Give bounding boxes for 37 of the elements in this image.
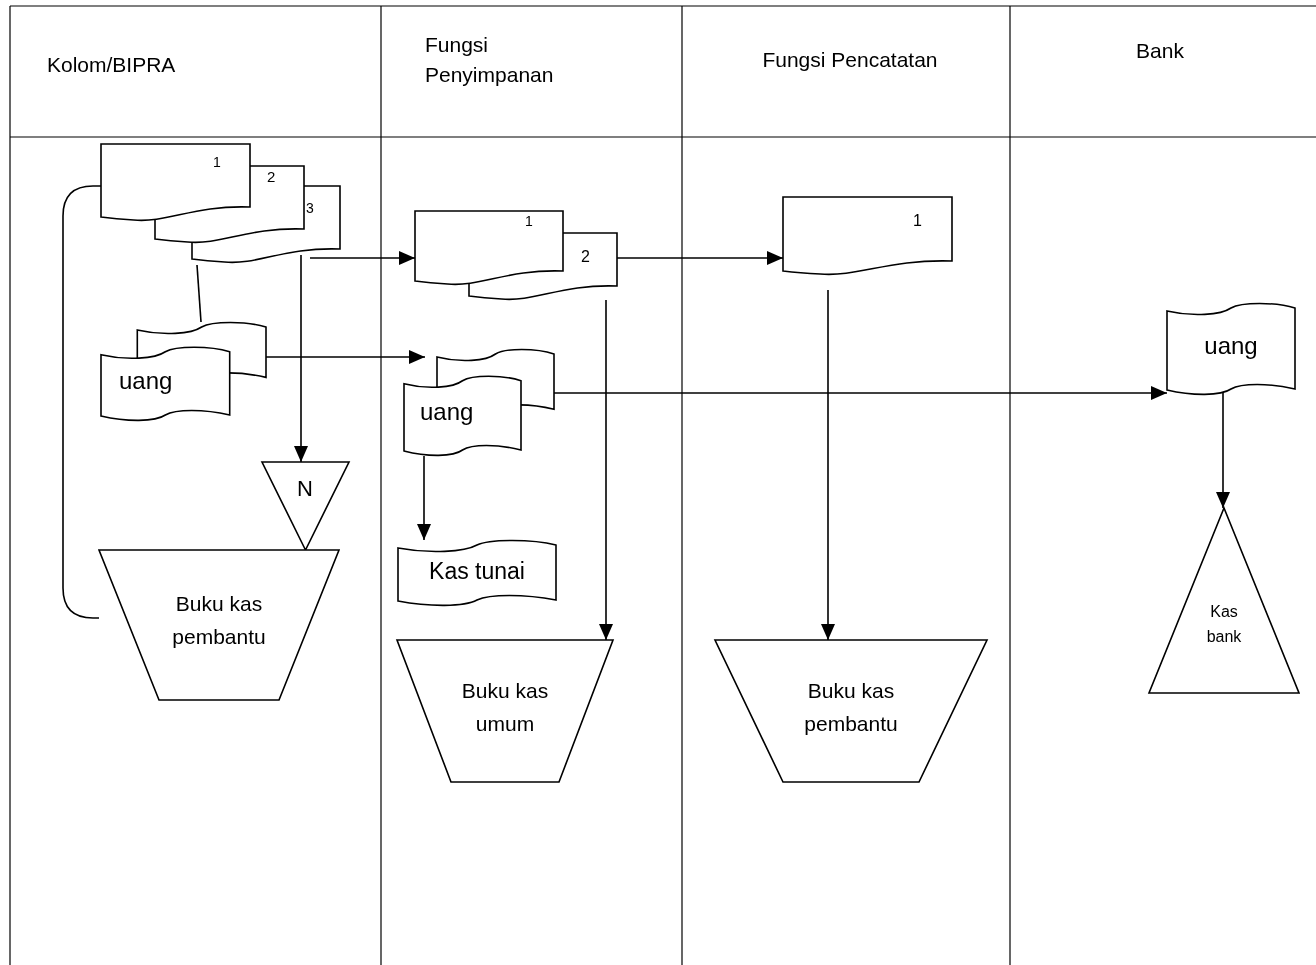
punched-tape-shape xyxy=(398,540,556,606)
shape-label: uang xyxy=(420,397,475,427)
punched-tape-shape xyxy=(1167,303,1295,395)
shape-label: Buku kas pembantu xyxy=(171,591,267,650)
shape-label: uang xyxy=(1203,331,1259,361)
manual-operation-trapezoid xyxy=(397,640,613,782)
arrow xyxy=(821,289,835,641)
connector-line xyxy=(62,185,102,619)
lane-header: Fungsi Penyimpanan xyxy=(425,32,555,89)
file-triangle xyxy=(1149,508,1299,693)
shape-label: Buku kas umum xyxy=(460,678,550,737)
shape-label: N xyxy=(296,475,314,503)
shape-label: Kas bank xyxy=(1205,602,1243,647)
arrow xyxy=(309,251,416,265)
copy-number: 2 xyxy=(267,167,277,187)
document-shape xyxy=(783,197,952,275)
lane-header: Kolom/BIPRA xyxy=(47,52,177,78)
copy-number: 1 xyxy=(913,211,923,231)
manual-operation-trapezoid xyxy=(715,640,987,782)
copy-number: 3 xyxy=(306,199,315,218)
lane-header: Fungsi Pencatatan xyxy=(761,47,939,73)
arrow xyxy=(294,254,308,463)
document-shape xyxy=(415,211,563,285)
shape-label: Buku kas pembantu xyxy=(803,678,899,737)
connector-line xyxy=(196,264,202,323)
punched-tape-shape xyxy=(101,322,266,421)
arrow xyxy=(599,299,613,641)
shape-label: Kas tunai xyxy=(428,557,526,586)
copy-number: 1 xyxy=(525,212,534,231)
lane-header: Bank xyxy=(1135,38,1185,64)
document-shape xyxy=(101,144,250,221)
shape-label: uang xyxy=(119,366,174,396)
copy-number: 1 xyxy=(213,153,222,172)
copy-number: 2 xyxy=(581,247,591,267)
file-triangle xyxy=(262,462,349,550)
punched-tape-shape xyxy=(404,349,554,456)
arrow xyxy=(417,455,431,541)
